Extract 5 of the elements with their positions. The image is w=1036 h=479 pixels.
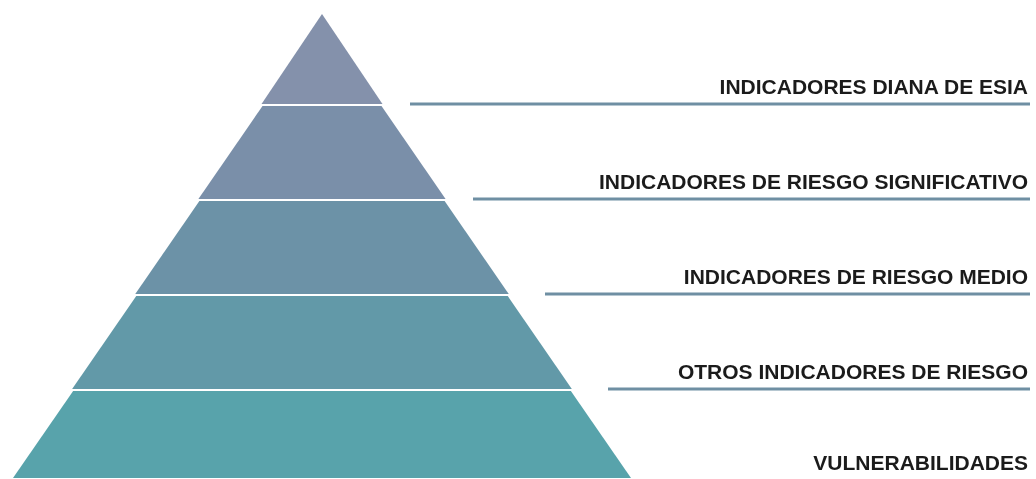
tier-label: VULNERABILIDADES [813, 451, 1028, 475]
tier-label: INDICADORES DE RIESGO MEDIO [683, 265, 1028, 289]
tier-label: INDICADORES DIANA DE ESIA [719, 75, 1028, 99]
tier-label: INDICADORES DE RIESGO SIGNIFICATIVO [599, 170, 1028, 194]
tier-label: OTROS INDICADORES DE RIESGO [677, 360, 1028, 384]
